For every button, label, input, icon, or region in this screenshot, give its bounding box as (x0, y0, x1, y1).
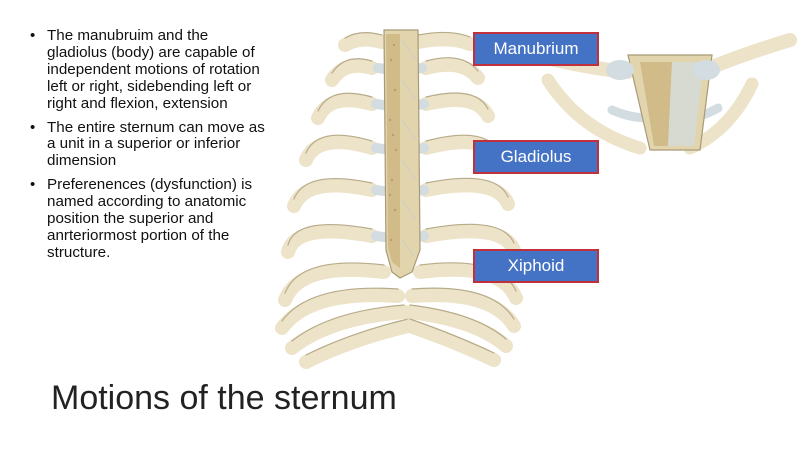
slide-title: Motions of the sternum (51, 379, 397, 417)
manubrium-inset (539, 33, 797, 155)
bullet-item: The manubruim and the gladiolus (body) a… (30, 27, 268, 113)
gladiolus-label: Gladiolus (473, 140, 599, 174)
manubrium-label: Manubrium (473, 32, 599, 66)
bullet-list: The manubruim and the gladiolus (body) a… (30, 27, 268, 269)
bullet-item: The entire sternum can move as a unit in… (30, 119, 268, 171)
xiphoid-label: Xiphoid (473, 249, 599, 283)
rib-cage-anterior (275, 29, 523, 369)
bullet-item: Preferenences (dysfunction) is named acc… (30, 176, 268, 262)
